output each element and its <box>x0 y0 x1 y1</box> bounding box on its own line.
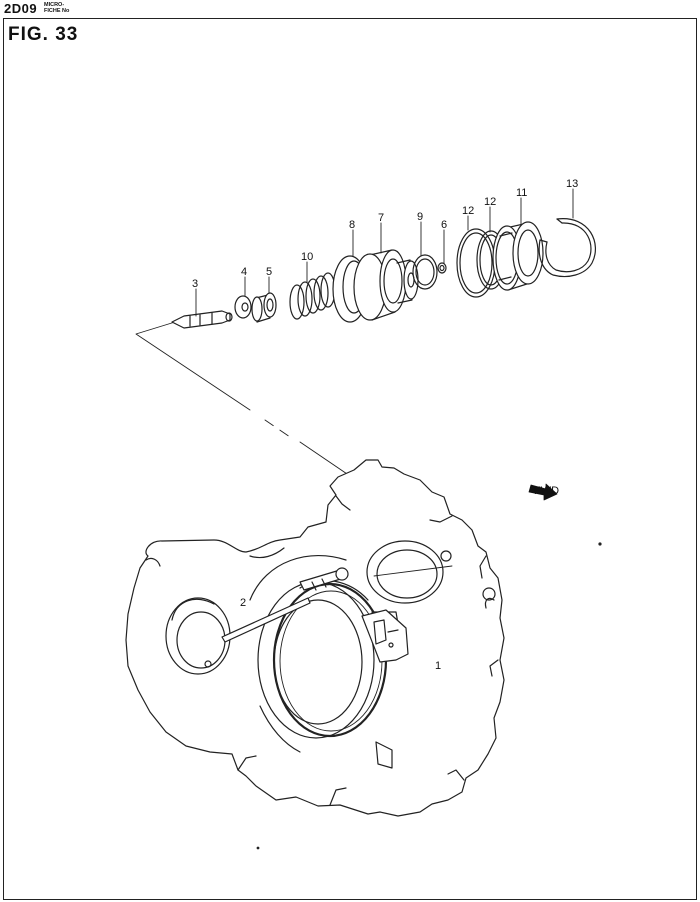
page-header: 2D09 MICRO- FICHE No <box>0 0 700 18</box>
fwd-arrow-icon: FWD <box>528 483 559 501</box>
part-13-snap-ring <box>538 218 596 278</box>
callout-8: 8 <box>349 219 355 231</box>
callout-1: 1 <box>435 660 441 672</box>
callout-9: 9 <box>417 211 423 223</box>
speck <box>598 542 602 546</box>
callout-3: 3 <box>192 278 198 290</box>
callout-4: 4 <box>241 266 247 278</box>
fwd-arrow-label: FWD <box>534 485 559 497</box>
speck <box>256 846 260 850</box>
part-3-piston-rod <box>171 310 233 329</box>
callout-12-left: 12 <box>462 205 474 217</box>
housing-guide-line <box>373 565 453 577</box>
part-10-spring <box>289 272 336 320</box>
page-code: 2D09 <box>4 1 38 16</box>
part-2-anchor-pin <box>221 567 349 643</box>
part-6-small-o-ring <box>437 262 447 274</box>
part-11-cover <box>492 221 544 291</box>
callout-11: 11 <box>516 187 527 199</box>
callout-12-right: 12 <box>484 196 496 208</box>
callout-7: 7 <box>378 212 384 224</box>
microfiche-line1: MICRO- <box>44 2 65 8</box>
callout-6: 6 <box>441 219 447 231</box>
callout-13: 13 <box>566 178 578 190</box>
part-9-o-ring <box>412 254 438 290</box>
figure-frame <box>3 18 697 900</box>
transmission-case <box>125 459 505 817</box>
microfiche-label: MICRO- FICHE No <box>44 2 69 14</box>
part-12-o-ring-large <box>456 228 496 298</box>
microfiche-line2: FICHE No <box>44 8 70 14</box>
callout-2: 2 <box>240 597 246 609</box>
figure-title: FIG. 33 <box>8 24 79 45</box>
part-7-piston <box>353 249 419 321</box>
callout-10: 10 <box>301 251 313 263</box>
part-4-washer <box>234 295 252 319</box>
part-5-retainer <box>251 292 277 323</box>
callout-5: 5 <box>266 266 272 278</box>
